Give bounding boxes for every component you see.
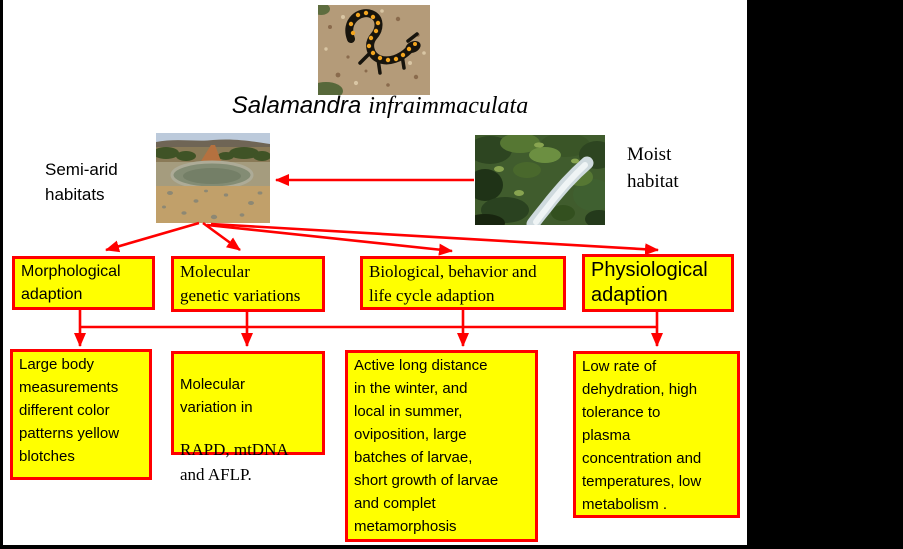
category-box-molecular: Molecular genetic variations <box>171 256 325 312</box>
detail-box-molecular: Molecular variation in RAPD, mtDNA and A… <box>171 351 325 484</box>
moist-habitat-image <box>475 135 605 225</box>
moist-label: Moist habitat <box>627 144 679 192</box>
detail-box-morphological: Large body measurements different color … <box>10 349 152 480</box>
title-species: infraimmaculata <box>368 93 529 119</box>
category-box-morphological: Morphological adaption <box>12 256 155 310</box>
category-box-physiological: Physiological adaption <box>582 254 734 312</box>
semi-arid-label: Semi-arid habitats <box>45 160 118 204</box>
detail-box-biological: Active long distance in the winter, and … <box>345 350 538 542</box>
detail-molecular-serif-text: RAPD, mtDNA and AFLP. <box>180 440 289 484</box>
detail-box-physiological: Low rate of dehydration, high tolerance … <box>573 351 740 518</box>
category-box-biological: Biological, behavior and life cycle adap… <box>360 256 566 310</box>
detail-molecular-sans-text: Molecular variation in <box>180 376 253 416</box>
title-genus: Salamandra <box>231 92 362 119</box>
salamander-photo <box>318 5 430 95</box>
semi-arid-photo <box>156 133 270 223</box>
salamander-image <box>318 5 430 95</box>
semi-arid-image <box>156 133 270 223</box>
moist-habitat-photo <box>475 135 605 225</box>
